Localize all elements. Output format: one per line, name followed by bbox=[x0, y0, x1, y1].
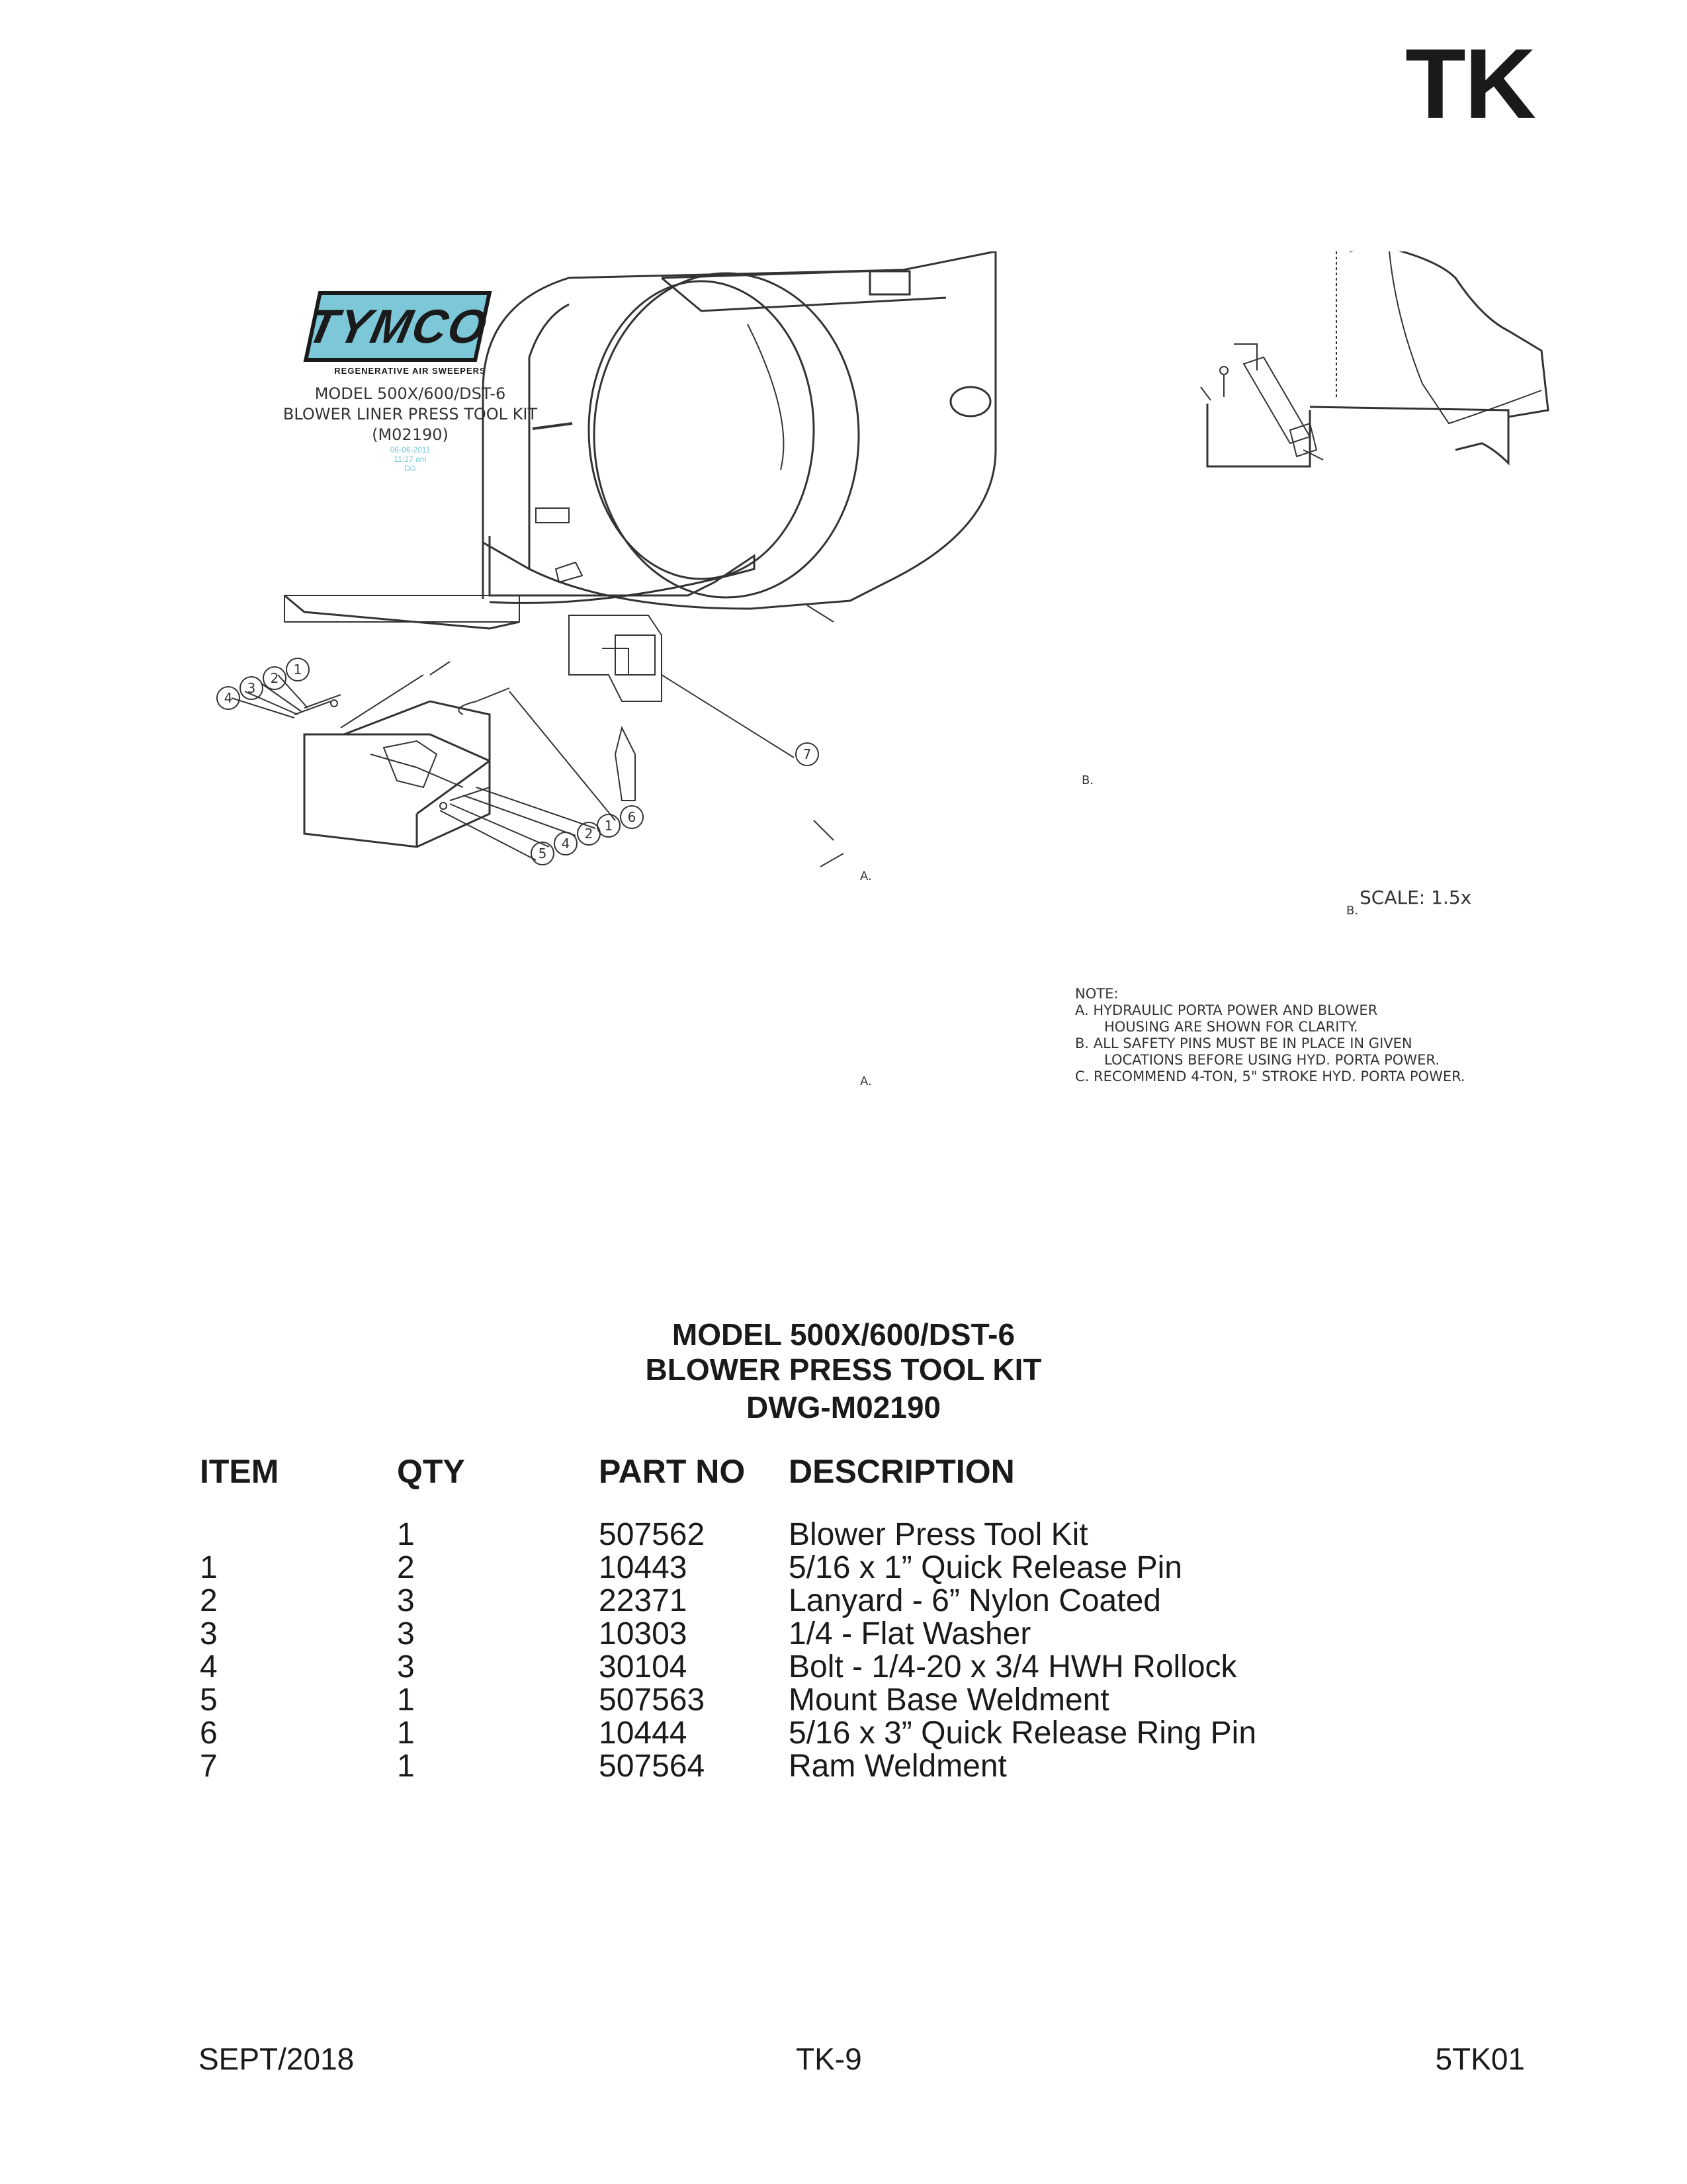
table-row-4-qty: 3 bbox=[397, 1649, 415, 1684]
table-row-6-description: 5/16 x 3” Quick Release Ring Pin bbox=[789, 1716, 1257, 1751]
note-b-line2: LOCATIONS BEFORE USING HYD. PORTA POWER. bbox=[1104, 1052, 1440, 1068]
callout-label-7: 7 bbox=[803, 746, 812, 762]
table-row-7-qty: 1 bbox=[397, 1749, 415, 1784]
drawing-title-line1: MODEL 500X/600/DST-6 bbox=[314, 384, 506, 403]
stamp-initials: DG bbox=[404, 464, 416, 473]
drawing-title-line3: (M02190) bbox=[372, 425, 449, 444]
footer-page-number: TK-9 bbox=[796, 2042, 862, 2076]
callout-label-4b: 4 bbox=[562, 836, 570, 852]
callout-bubble-7 bbox=[795, 742, 819, 766]
footer-document-code: 5TK01 bbox=[1435, 2042, 1525, 2076]
section-code: TK bbox=[1405, 28, 1536, 139]
table-row-6-qty: 1 bbox=[397, 1716, 415, 1751]
callout-bubble-6 bbox=[620, 805, 644, 829]
callout-label-1: 1 bbox=[294, 662, 302, 677]
callout-label-4: 4 bbox=[224, 690, 233, 706]
table-row-0-description: Blower Press Tool Kit bbox=[789, 1517, 1088, 1552]
table-row-3-part-no: 10303 bbox=[599, 1616, 687, 1651]
table-row-5-description: Mount Base Weldment bbox=[789, 1682, 1109, 1718]
table-row-3-description: 1/4 - Flat Washer bbox=[789, 1616, 1031, 1651]
table-row-0-qty: 1 bbox=[397, 1517, 415, 1552]
table-row-5-item: 5 bbox=[200, 1682, 218, 1718]
table-row-1-qty: 2 bbox=[397, 1550, 415, 1585]
table-row-3-qty: 3 bbox=[397, 1616, 415, 1651]
table-row-6-item: 6 bbox=[200, 1716, 218, 1751]
callout-bubble-2b bbox=[577, 822, 601, 846]
page-title-line1: MODEL 500X/600/DST-6 bbox=[671, 1317, 1016, 1352]
callout-bubble-3 bbox=[239, 676, 263, 700]
callout-label-b-bottom: B. bbox=[1346, 904, 1358, 918]
technical-drawing: 1 2 3 4 6 1 2 4 5 7 A. A. B. B. bbox=[198, 243, 1555, 1257]
notes-title: NOTE: bbox=[1075, 986, 1119, 1002]
header-qty: QTY bbox=[397, 1453, 465, 1490]
note-b-line1: B. ALL SAFETY PINS MUST BE IN PLACE IN G… bbox=[1075, 1035, 1412, 1051]
exploded-view-drawing: 1 2 3 4 6 1 2 4 5 7 A. A. B. B. bbox=[216, 243, 1549, 1088]
callout-label-2b: 2 bbox=[585, 826, 593, 842]
table-row-3-item: 3 bbox=[200, 1616, 218, 1651]
callout-bubble-4b bbox=[554, 832, 578, 855]
callout-bubble-4 bbox=[216, 686, 240, 710]
callout-label-b-top: B. bbox=[1082, 773, 1094, 787]
logo-tagline: REGENERATIVE AIR SWEEPERS bbox=[334, 366, 486, 376]
header-part-no: PART NO bbox=[599, 1453, 746, 1490]
table-row-2-part-no: 22371 bbox=[599, 1583, 687, 1618]
mount-base-weldment bbox=[303, 661, 491, 848]
item-callouts bbox=[216, 658, 819, 865]
drawing-title-line2: BLOWER LINER PRESS TOOL KIT bbox=[282, 405, 538, 423]
detail-view bbox=[1200, 243, 1549, 468]
header-item: ITEM bbox=[200, 1453, 279, 1490]
callout-label-1b: 1 bbox=[605, 818, 613, 834]
callout-label-a-ram: A. bbox=[860, 1074, 872, 1088]
footer-date: SEPT/2018 bbox=[198, 2042, 355, 2076]
table-row-2-item: 2 bbox=[200, 1583, 218, 1618]
header-description: DESCRIPTION bbox=[789, 1453, 1015, 1490]
table-row-0-part-no: 507562 bbox=[599, 1517, 705, 1552]
callout-label-a-housing: A. bbox=[860, 869, 872, 883]
table-row-7-part-no: 507564 bbox=[599, 1749, 705, 1784]
table-row-7-description: Ram Weldment bbox=[789, 1749, 1007, 1784]
callout-label-3: 3 bbox=[247, 680, 256, 696]
callout-bubble-2 bbox=[263, 666, 286, 690]
note-a-line1: A. HYDRAULIC PORTA POWER AND BLOWER bbox=[1075, 1002, 1378, 1018]
table-row-5-part-no: 507563 bbox=[599, 1682, 705, 1718]
callout-bubble-1 bbox=[286, 658, 310, 681]
stamp-time: 11:27 am bbox=[394, 455, 427, 464]
table-row-5-qty: 1 bbox=[397, 1682, 415, 1718]
callout-label-6: 6 bbox=[628, 809, 636, 825]
callout-label-5: 5 bbox=[539, 846, 547, 861]
callout-leaders bbox=[231, 674, 844, 867]
table-row-4-part-no: 30104 bbox=[599, 1649, 687, 1684]
table-row-6-part-no: 10444 bbox=[599, 1716, 687, 1751]
scale-label: SCALE: 1.5x bbox=[1360, 887, 1472, 908]
callout-label-2: 2 bbox=[271, 670, 279, 686]
callout-bubble-5 bbox=[531, 842, 554, 865]
blower-housing bbox=[284, 250, 997, 630]
drawing-number: DWG-M02190 bbox=[746, 1390, 941, 1424]
note-c-line1: C. RECOMMEND 4-TON, 5" STROKE HYD. PORTA… bbox=[1075, 1069, 1465, 1084]
revision-stamp: 06-06-2011 11:27 am DG bbox=[251, 445, 569, 473]
logo-block: TYMCO REGENERATIVE AIR SWEEPERS MODEL 50… bbox=[251, 291, 569, 473]
table-row-1-description: 5/16 x 1” Quick Release Pin bbox=[789, 1550, 1182, 1585]
stamp-date: 06-06-2011 bbox=[390, 445, 431, 455]
drawing-notes: NOTE: A. HYDRAULIC PORTA POWER AND BLOWE… bbox=[1075, 986, 1465, 1085]
table-row-4-description: Bolt - 1/4-20 x 3/4 HWH Rollock bbox=[789, 1649, 1237, 1684]
item-callout-labels: 1 2 3 4 6 1 2 4 5 7 A. A. B. B. bbox=[224, 662, 1358, 1088]
table-row-2-description: Lanyard - 6” Nylon Coated bbox=[789, 1583, 1161, 1618]
table-row-7-item: 7 bbox=[200, 1749, 218, 1784]
note-a-line2: HOUSING ARE SHOWN FOR CLARITY. bbox=[1104, 1019, 1358, 1035]
page-title-line2: BLOWER PRESS TOOL KIT bbox=[645, 1352, 1042, 1387]
table-row-4-item: 4 bbox=[200, 1649, 218, 1684]
drawing-title-block: MODEL 500X/600/DST-6 BLOWER LINER PRESS … bbox=[251, 384, 569, 445]
table-row-2-qty: 3 bbox=[397, 1583, 415, 1618]
table-row-1-item: 1 bbox=[200, 1550, 218, 1585]
table-row-1-part-no: 10443 bbox=[599, 1550, 687, 1585]
